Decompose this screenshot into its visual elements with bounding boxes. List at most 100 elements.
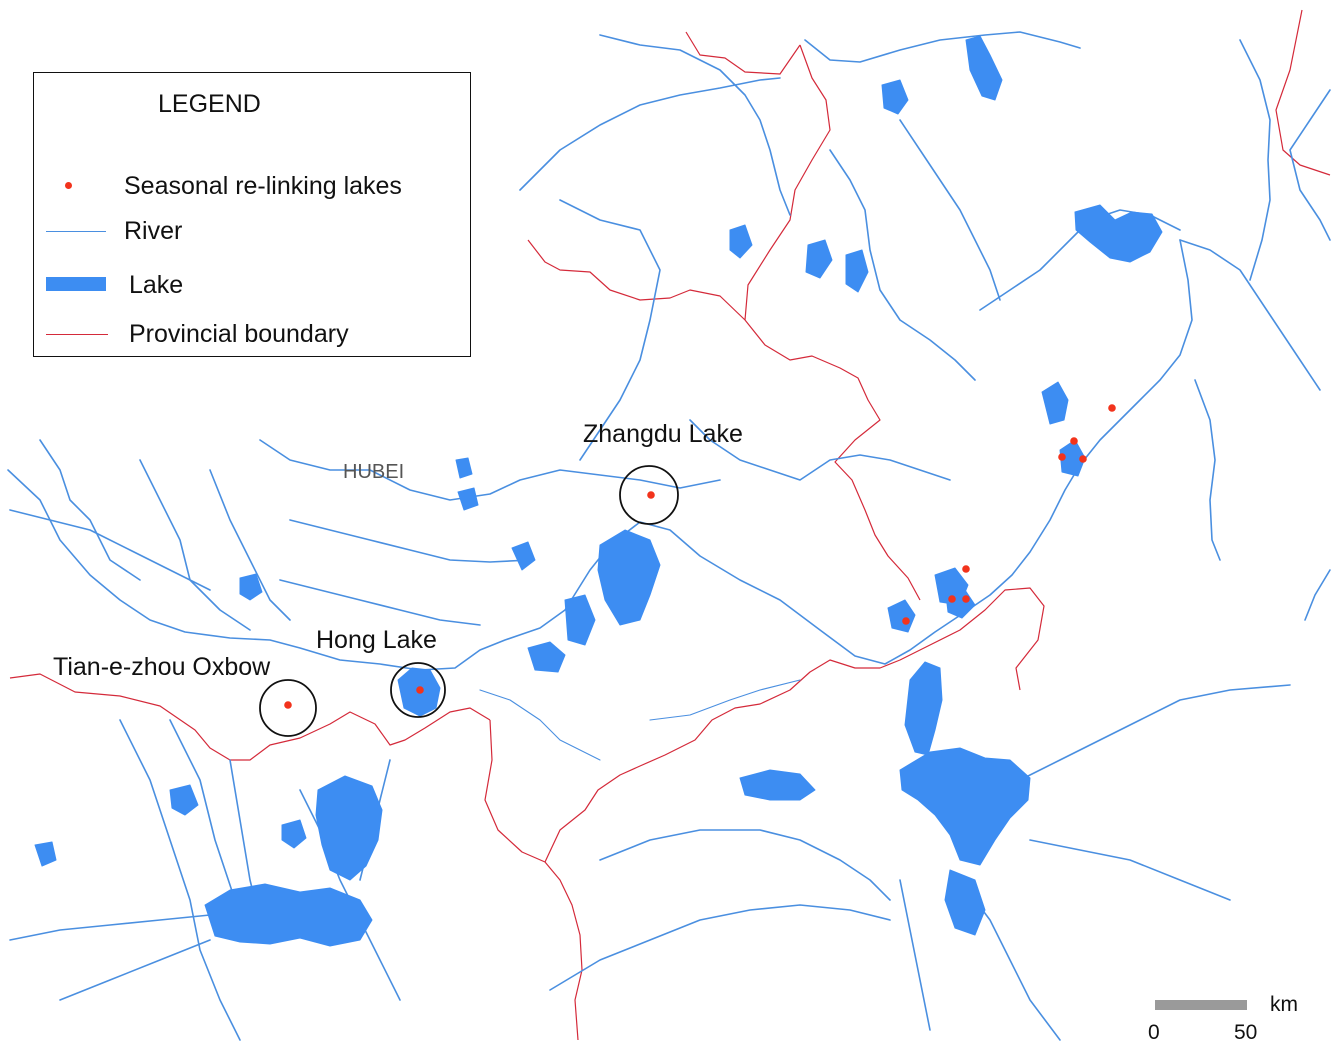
blue-rectangle-icon [46, 277, 106, 291]
blue-line-icon [46, 231, 106, 232]
red-line-icon [46, 334, 108, 335]
river-poyang-east [1019, 684, 1291, 781]
ring-hong-lake [390, 662, 446, 718]
label-zhangdu-lake: Zhangdu Lake [583, 420, 743, 448]
legend-label: Lake [129, 271, 184, 299]
dongting-lake [204, 883, 373, 947]
lakes [34, 35, 1163, 947]
boundary-middle [544, 587, 1045, 863]
seasonal-lake-markers [284, 404, 1116, 709]
lake-central-1 [564, 594, 596, 646]
lake-west-1 [169, 784, 199, 816]
legend: LEGEND Seasonal re-linking lakes River L… [33, 72, 471, 357]
liangzi-lake-group [597, 529, 661, 626]
seasonal-lake-marker [948, 595, 956, 603]
lake-central-3 [511, 541, 536, 571]
lake-jiangxi-3 [945, 589, 976, 619]
river-southwest-1 [9, 914, 211, 941]
boundary-top [685, 31, 801, 75]
river-east-5 [1304, 569, 1331, 621]
river-north-5 [899, 119, 1001, 301]
lake-central-2 [527, 641, 566, 673]
yangtze-river [7, 239, 1193, 671]
boundary-yangtze [9, 673, 491, 761]
river-hubei-2 [279, 579, 481, 626]
river-south-central-thin [649, 679, 801, 721]
lake-hubei-2 [457, 487, 479, 511]
river-east-3 [1289, 89, 1331, 241]
lake-north-1 [805, 239, 833, 279]
seasonal-lake-marker [284, 701, 292, 709]
river-west-2 [39, 439, 141, 581]
ring-tian-e-zhou [259, 679, 317, 737]
lake-west-3 [34, 841, 57, 867]
river-west-3 [139, 459, 251, 631]
river-north-3 [519, 77, 781, 191]
legend-label: River [124, 217, 183, 245]
provincial-boundaries [9, 9, 1331, 1041]
scale-unit: km [1270, 993, 1298, 1016]
lake-south-central [739, 769, 816, 801]
poyang-lake-north [904, 661, 943, 756]
river-east-2 [1239, 39, 1271, 281]
legend-label: Provincial boundary [129, 320, 349, 348]
label-tian-e-zhou-oxbow: Tian-e-zhou Oxbow [53, 653, 271, 681]
lake-north-3 [729, 224, 753, 259]
seasonal-lake-marker [416, 686, 424, 694]
poyang-lake-south [944, 869, 986, 936]
seasonal-lake-marker [1079, 455, 1087, 463]
lake-hubei-1 [239, 573, 263, 601]
river-east-4 [1194, 379, 1221, 561]
river-south-1 [119, 719, 241, 1041]
seasonal-lake-marker [1108, 404, 1116, 412]
boundary-south-central [484, 719, 583, 1041]
river-xiang [599, 829, 891, 901]
poyang-lake [899, 747, 1031, 866]
river-jianghan-thin [479, 689, 601, 761]
legend-item-seasonal-lakes: Seasonal re-linking lakes [34, 169, 470, 203]
legend-title: LEGEND [158, 90, 261, 118]
seasonal-lake-marker [962, 595, 970, 603]
boundary-east-top [1275, 9, 1331, 176]
lake-west-2 [281, 819, 307, 849]
boundary-north-upper [744, 44, 831, 321]
legend-item-river: River [34, 214, 470, 248]
river-poyang-east-2 [1029, 839, 1231, 901]
river-xiang-2 [549, 904, 891, 991]
lake-hubei-3 [455, 457, 473, 479]
river-north-2 [804, 31, 1081, 63]
legend-label: Seasonal re-linking lakes [124, 172, 402, 200]
river-west-1 [9, 509, 211, 591]
lake-jiangxi-1 [887, 599, 916, 633]
seasonal-lake-marker [647, 491, 655, 499]
river-central-1 [689, 419, 951, 481]
river-hubei-1 [289, 519, 531, 563]
river-southwest-2 [59, 939, 211, 1001]
han-river [259, 439, 721, 501]
boundary-north [527, 239, 921, 601]
seasonal-lake-marker [902, 617, 910, 625]
river-east-1 [1179, 239, 1321, 391]
legend-item-provincial-boundary: Provincial boundary [34, 317, 470, 351]
river-north-1 [599, 34, 791, 216]
lake-northeast-2 [881, 79, 909, 115]
chao-lake [1074, 204, 1163, 263]
lake-northeast-1 [965, 35, 1003, 101]
river-north-4 [559, 199, 661, 461]
highlight-rings [259, 465, 679, 737]
red-dot-icon [65, 182, 72, 189]
seasonal-lake-marker [962, 565, 970, 573]
dongting-lake-north [315, 775, 383, 881]
seasonal-lake-marker [1070, 437, 1078, 445]
seasonal-lake-marker [1058, 453, 1066, 461]
legend-item-lake: Lake [34, 268, 470, 302]
lake-north-2 [845, 249, 869, 293]
lake-anhui-1 [1041, 381, 1069, 425]
river-central-2 [829, 149, 976, 381]
scale-start: 0 [1148, 1021, 1160, 1044]
region-label-hubei: HUBEI [343, 461, 404, 483]
scale-end: 50 [1234, 1021, 1258, 1044]
river-west-4 [209, 469, 291, 621]
